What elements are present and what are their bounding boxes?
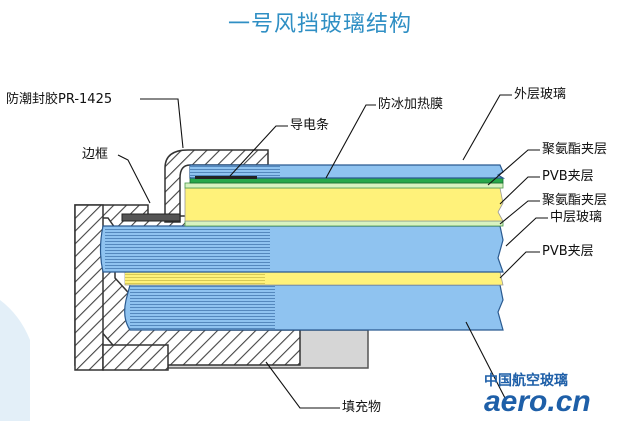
- label-filler: 填充物: [342, 400, 382, 415]
- leader-pvb-1: [499, 176, 540, 205]
- middle-glass-edge: [105, 227, 270, 271]
- diagram-title: 一号风挡玻璃结构: [227, 12, 412, 37]
- background-wash: [0, 300, 30, 421]
- label-pu-interlayer-2: 聚氨酯夹层: [542, 193, 608, 208]
- leader-conductive-strip: [229, 125, 288, 177]
- leader-pu-2: [499, 200, 540, 225]
- label-pvb-interlayer-1: PVB夹层: [542, 169, 594, 184]
- pu-layer-2: [184, 220, 504, 227]
- frame-outer-wall: [74, 204, 104, 371]
- pvb-layer-1: [184, 187, 504, 222]
- leader-anti-ice-film: [325, 104, 376, 179]
- seal-pad: [121, 213, 181, 222]
- leader-middle-glass: [505, 217, 548, 247]
- label-conductive-strip: 导电条: [290, 118, 330, 133]
- label-outer-glass: 外层玻璃: [514, 87, 567, 102]
- label-frame: 边框: [82, 147, 109, 162]
- watermark-en: aero.cn: [484, 385, 591, 418]
- leader-outer-glass: [462, 94, 512, 161]
- inner-glass-edge: [130, 286, 275, 329]
- label-middle-glass: 中层玻璃: [550, 210, 603, 225]
- label-pvb-interlayer-2: PVB夹层: [542, 244, 594, 259]
- pvb-layer-2-edge: [125, 273, 265, 284]
- leader-lines: [117, 94, 548, 409]
- leader-inner-glass: [465, 321, 507, 401]
- conductive-strip: [195, 176, 257, 179]
- label-anti-ice-film: 防冰加热膜: [378, 97, 444, 112]
- frame-lower-lip: [102, 344, 169, 371]
- watermark-cn: 中国航空玻璃: [484, 373, 568, 389]
- pu-layer-1: [184, 182, 504, 189]
- leader-pvb-2: [499, 251, 540, 279]
- label-moisture-seal: 防潮封胶PR-1425: [6, 92, 113, 107]
- leader-pu-1: [487, 149, 540, 186]
- leader-moisture-seal: [140, 98, 184, 149]
- leader-filler: [265, 361, 340, 409]
- outer-glass-edge: [190, 166, 280, 177]
- leader-frame: [117, 154, 151, 204]
- label-pu-interlayer-1: 聚氨酯夹层: [542, 142, 608, 157]
